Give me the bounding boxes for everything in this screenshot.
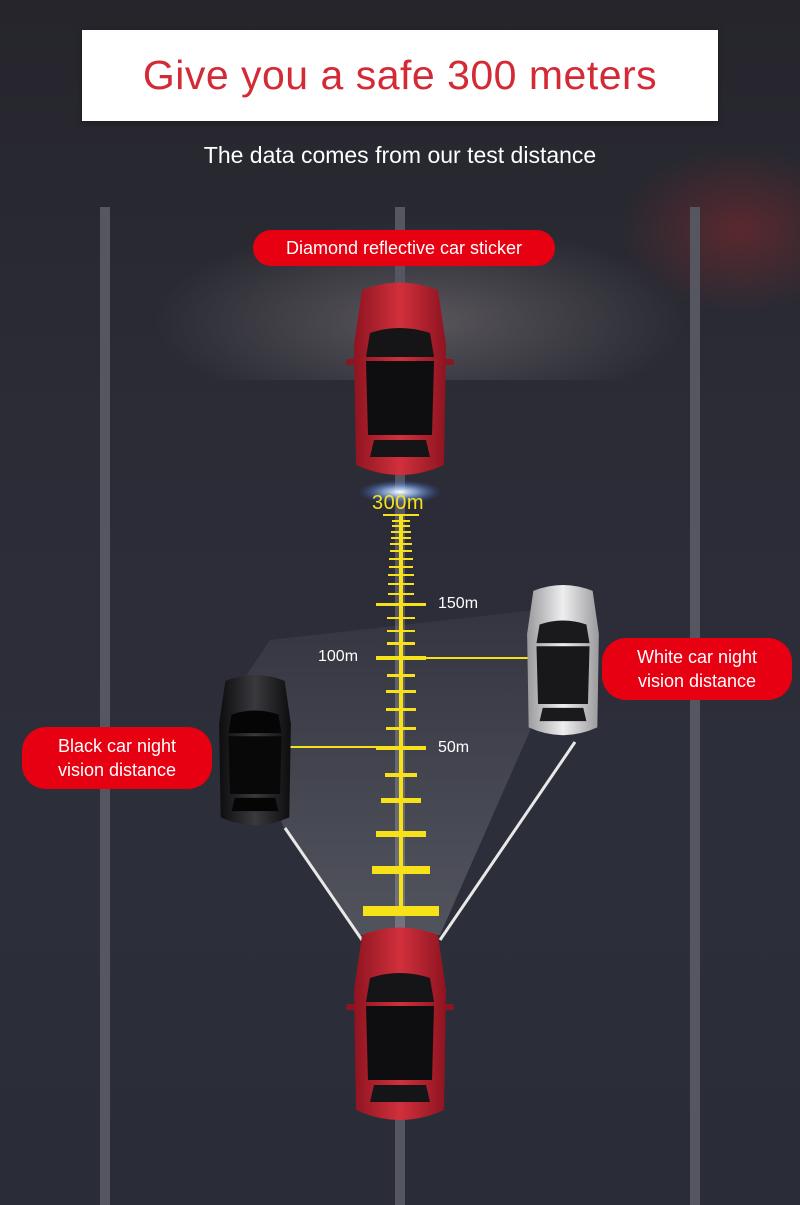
distance-150-label: 150m (438, 595, 479, 612)
red-car-bottom (346, 927, 454, 1120)
black-car-label: Black car night vision distance (22, 727, 212, 789)
white-car (527, 585, 599, 736)
lane-line-right (690, 207, 700, 1205)
white-car-label: White car night vision distance (602, 638, 792, 700)
distance-300-label: 300m (372, 492, 425, 514)
distance-ruler (363, 514, 439, 916)
red-car-top (346, 282, 454, 475)
reflection-flare (358, 480, 442, 504)
sticker-label: Diamond reflective car sticker (253, 230, 555, 266)
distance-50-label: 50m (438, 739, 470, 756)
page-title: Give you a safe 300 meters (142, 52, 658, 98)
black-car (219, 675, 291, 826)
lane-line-left (100, 207, 110, 1205)
distance-100-label: 100m (318, 648, 359, 665)
page-subtitle: The data comes from our test distance (203, 142, 597, 168)
title-banner: Give you a safe 300 meters (82, 30, 718, 121)
